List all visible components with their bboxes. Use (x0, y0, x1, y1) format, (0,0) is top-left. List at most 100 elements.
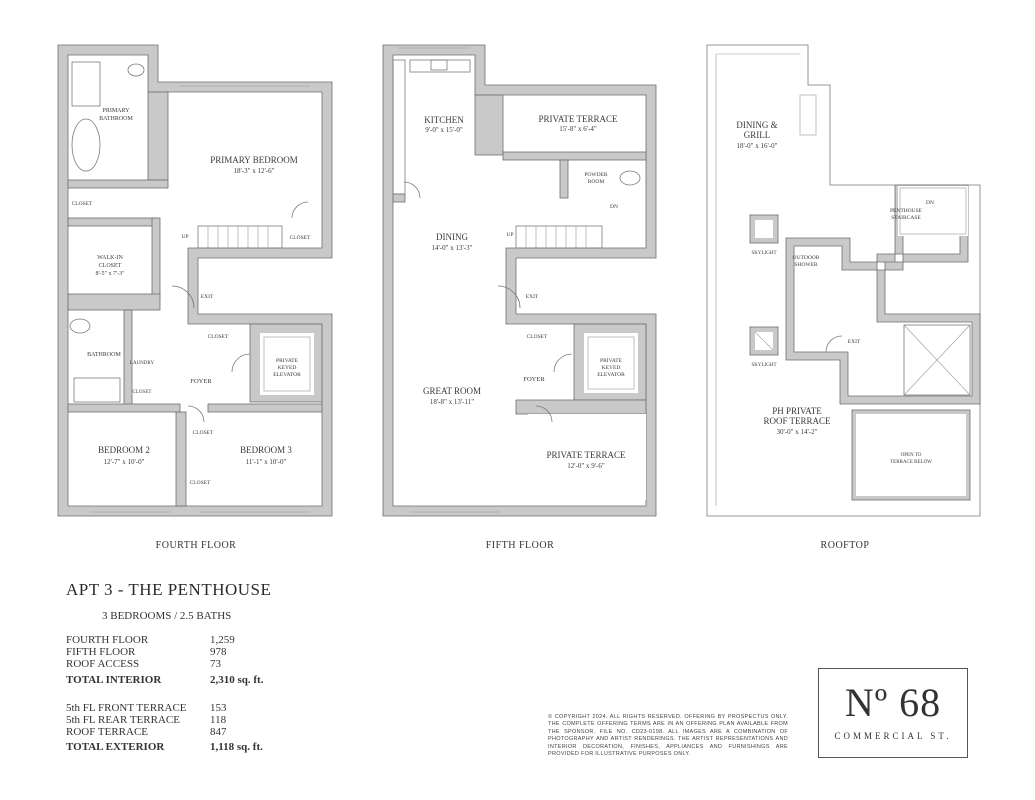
area-row: ROOF TERRACE 847 (66, 726, 286, 739)
room-name: CLOSET (190, 480, 211, 486)
room-name: PRIVATE TERRACE (539, 114, 618, 124)
svg-text:DN: DN (610, 204, 618, 210)
svg-text:STAIRCASE: STAIRCASE (891, 215, 921, 221)
rooftop-outline (706, 44, 981, 517)
room-name: DN (926, 200, 934, 206)
room-name: ROOF TERRACE (763, 416, 831, 426)
penthouse-walls (785, 184, 981, 405)
svg-text:15'-8" x 6'-4": 15'-8" x 6'-4" (559, 125, 597, 133)
room-name: GRILL (744, 130, 771, 140)
svg-text:BATHROOM: BATHROOM (87, 352, 121, 358)
room-name: KITCHEN (424, 115, 464, 125)
room-name: BEDROOM 2 (98, 445, 150, 455)
room-name: EXIT (526, 294, 539, 300)
room-name: CLOSET (290, 235, 311, 241)
room-name: EXIT (848, 339, 861, 345)
fifth-floor-walls (382, 44, 657, 517)
room-name: OPEN TO (901, 453, 922, 458)
area-value: 2,310 sq. ft. (210, 674, 264, 686)
svg-text:PH PRIVATE: PH PRIVATE (772, 406, 822, 416)
logo-mark: Nº 68 (844, 680, 942, 725)
area-row: FOURTH FLOOR 1,259 (66, 634, 286, 647)
svg-text:LAUNDRY: LAUNDRY (130, 361, 155, 366)
svg-text:18'-0" x 16'-0": 18'-0" x 16'-0" (737, 142, 778, 150)
bedroom-door (187, 405, 205, 423)
room-name: PRIVATE (276, 358, 299, 364)
svg-text:CLOSET: CLOSET (72, 201, 93, 207)
room-name: WALK-IN (97, 255, 123, 261)
svg-text:TERRACE BELOW: TERRACE BELOW (890, 460, 932, 465)
room-name: CLOSET (208, 334, 229, 340)
terrace2-wall (515, 399, 647, 415)
elevator-door (231, 353, 251, 373)
svg-text:GREAT ROOM: GREAT ROOM (423, 386, 481, 396)
area-row: 5th FL REAR TERRACE 118 (66, 714, 286, 727)
fifth-floor-caption: FIFTH FLOOR (485, 540, 555, 551)
legal-disclaimer: © COPYRIGHT 2024. ALL RIGHTS RESERVED. O… (548, 714, 788, 758)
room-name: SHOWER (794, 262, 818, 268)
apartment-title: APT 3 - THE PENTHOUSE (66, 580, 272, 599)
svg-text:CLOSET: CLOSET (133, 390, 152, 395)
room-name: PRIVATE TERRACE (547, 450, 626, 460)
sink (430, 59, 448, 71)
room-name: PRIMARY (102, 108, 130, 114)
area-value: 1,118 sq. ft. (210, 741, 263, 753)
svg-text:KEYED: KEYED (278, 365, 297, 371)
room-name: FOYER (523, 376, 545, 383)
room-name: GREAT ROOM (423, 386, 481, 396)
svg-text:8'-5" x 7'-3": 8'-5" x 7'-3" (95, 271, 125, 277)
room-name: DN (610, 204, 618, 210)
svg-text:CLOSET: CLOSET (290, 235, 311, 241)
area-row: ROOF ACCESS 73 (66, 658, 286, 671)
svg-text:PRIMARY BEDROOM: PRIMARY BEDROOM (210, 155, 297, 165)
bed2-top-wall (67, 403, 181, 413)
svg-text:KITCHEN: KITCHEN (424, 115, 464, 125)
exit-door (171, 285, 195, 309)
bathroom-tub (73, 377, 121, 403)
svg-text:OUTDOOR: OUTDOOR (793, 255, 820, 261)
room-dims: 30'-0" x 14'-2" (777, 428, 818, 436)
fourth-floor-stairs (197, 225, 283, 249)
rooftop-caption: ROOFTOP (820, 540, 870, 551)
room-name: ROOM (588, 179, 605, 185)
kitchen-terrace-wall (474, 94, 504, 156)
svg-text:12'-7" x 10'-0": 12'-7" x 10'-0" (104, 458, 145, 466)
powder-wall (559, 159, 569, 199)
hall-wall (67, 293, 161, 311)
svg-text:EXIT: EXIT (201, 294, 214, 300)
svg-text:BEDROOM 3: BEDROOM 3 (240, 445, 292, 455)
svg-text:18'-8" x 13'-11": 18'-8" x 13'-11" (430, 398, 474, 406)
svg-text:12'-0" x 9'-6": 12'-0" x 9'-6" (567, 462, 605, 470)
svg-text:PRIVATE TERRACE: PRIVATE TERRACE (547, 450, 626, 460)
svg-text:SKYLIGHT: SKYLIGHT (752, 363, 777, 368)
svg-text:SHOWER: SHOWER (794, 262, 818, 268)
area-label: 5th FL FRONT TERRACE (66, 702, 187, 714)
grill (799, 94, 817, 136)
room-dims: 8'-5" x 7'-3" (95, 271, 125, 277)
svg-text:ELEVATOR: ELEVATOR (597, 372, 625, 378)
room-name: EXIT (201, 294, 214, 300)
room-name: CLOSET (133, 390, 152, 395)
svg-text:CLOSET: CLOSET (193, 430, 214, 436)
closet-door (291, 201, 309, 219)
svg-text:DINING &: DINING & (736, 120, 777, 130)
logo-subtitle: COMMERCIAL ST. (834, 731, 952, 741)
dining-wall (392, 193, 406, 203)
room-name: LAUNDRY (130, 361, 155, 366)
room-name: TERRACE BELOW (890, 460, 932, 465)
room-name: BATHROOM (99, 116, 133, 122)
svg-text:PRIVATE: PRIVATE (276, 358, 299, 364)
area-total-row: TOTAL EXTERIOR 1,118 sq. ft. (66, 741, 286, 754)
svg-text:OPEN TO: OPEN TO (901, 453, 922, 458)
room-dims: 12'-0" x 9'-6" (567, 462, 605, 470)
bathroom-toilet (69, 318, 91, 334)
toilet (127, 63, 145, 77)
room-name: BEDROOM 3 (240, 445, 292, 455)
floor-plans: .wall { fill:#c9c9c9; stroke:#6f6f6f; st… (57, 44, 981, 517)
svg-text:PRIVATE TERRACE: PRIVATE TERRACE (539, 114, 618, 124)
area-label: FIFTH FLOOR (66, 646, 136, 658)
room-name: FOYER (190, 378, 212, 385)
room-name: CLOSET (99, 263, 122, 269)
rooftop-plan: DINING & GRILL 18'-0" x 16'-0" DN PENTHO… (706, 44, 981, 517)
svg-text:CLOSET: CLOSET (527, 334, 548, 340)
